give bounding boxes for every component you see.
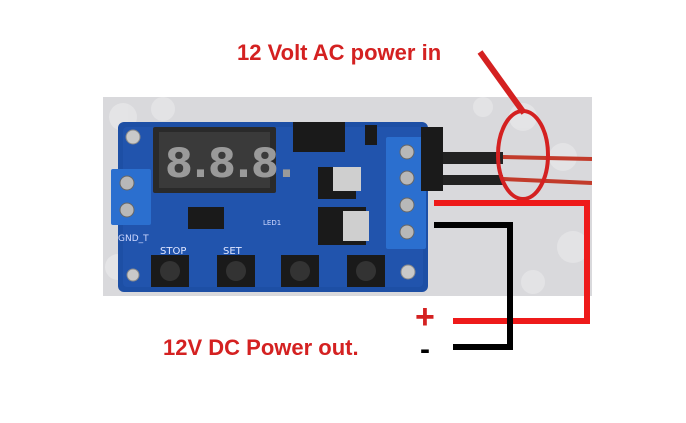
mount-hole — [400, 264, 416, 280]
push-button[interactable] — [217, 255, 255, 287]
display-digits: 8.8.8. — [165, 141, 294, 187]
set-label: SET — [223, 246, 243, 257]
right-terminal-block — [386, 137, 426, 249]
plug-connector — [421, 127, 443, 191]
push-button[interactable] — [151, 255, 189, 287]
push-button[interactable] — [347, 255, 385, 287]
gnd-label: GND_T — [118, 234, 149, 244]
mount-hole — [126, 268, 140, 282]
minus-sign: - — [420, 333, 430, 366]
push-button[interactable] — [281, 255, 319, 287]
dc-power-out-label: 12V DC Power out. — [163, 335, 359, 360]
board-photo: 8.8.8. GND_T LED1 STOP SET — [103, 97, 592, 296]
led-label: LED1 — [263, 219, 281, 227]
ac-power-in-label: 12 Volt AC power in — [237, 40, 442, 65]
chip-small — [188, 207, 224, 229]
stop-label: STOP — [160, 246, 186, 257]
chip-top — [293, 122, 345, 152]
mount-hole — [125, 129, 141, 145]
plus-sign: + — [415, 298, 435, 336]
